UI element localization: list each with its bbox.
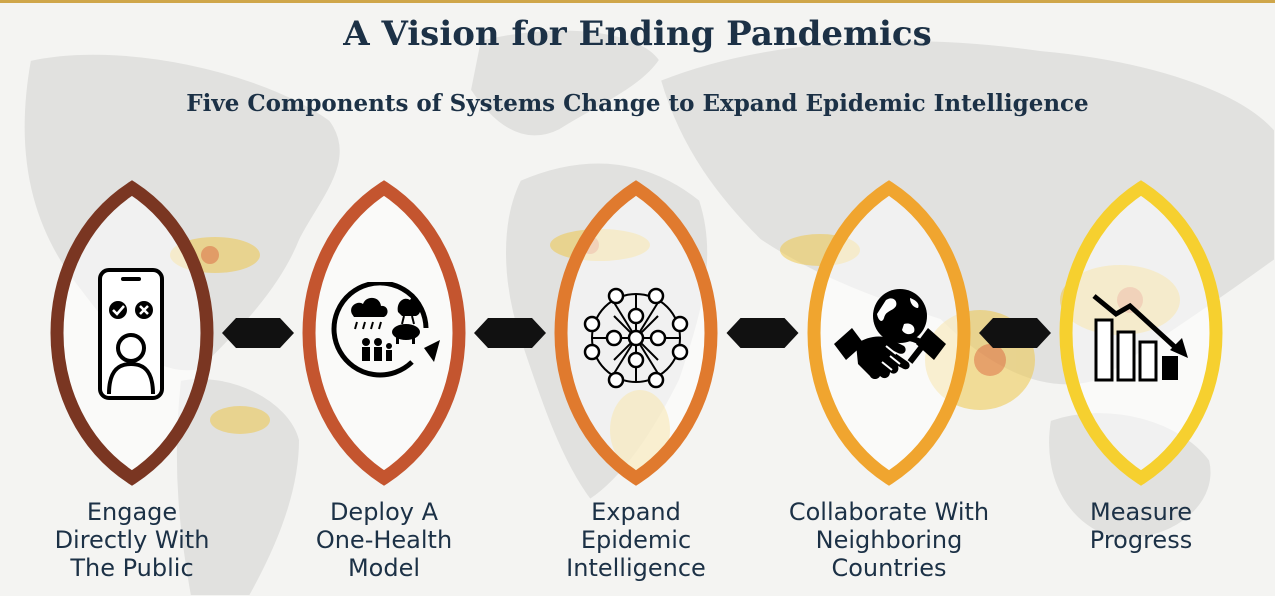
page-subtitle: Five Components of Systems Change to Exp…	[186, 90, 1089, 117]
smartphone-person-icon	[98, 268, 164, 400]
declining-bar-chart-icon	[1092, 294, 1188, 382]
label-line: Epidemic	[580, 526, 692, 554]
double-arrow-connector	[979, 318, 1051, 348]
page-title: A Vision for Ending Pandemics	[343, 14, 932, 54]
people-network-icon	[583, 287, 689, 389]
component-label-engage-public: Engage Directly With The Public	[12, 498, 252, 582]
label-line: Countries	[831, 554, 947, 582]
lens-one-health	[302, 180, 466, 486]
component-label-measure-progress: Measure Progress	[1021, 498, 1261, 554]
label-line: Deploy A	[329, 498, 439, 526]
label-line: Measure	[1090, 498, 1192, 526]
globe-handshake-icon	[834, 289, 946, 379]
label-line: Intelligence	[566, 554, 706, 582]
label-line: Neighboring	[815, 526, 963, 554]
label-line: Model	[347, 554, 421, 582]
label-line: Expand	[591, 498, 681, 526]
double-arrow-connector	[474, 318, 546, 348]
label-line: Collaborate With	[788, 498, 990, 526]
component-label-epidemic-intelligence: Expand Epidemic Intelligence	[516, 498, 756, 582]
lens-measure-progress	[1059, 180, 1223, 486]
label-line: The Public	[70, 554, 194, 582]
top-accent-rule	[0, 0, 1275, 3]
label-line: One-Health	[315, 526, 453, 554]
double-arrow-connector	[222, 318, 294, 348]
label-line: Progress	[1089, 526, 1193, 554]
component-label-one-health: Deploy A One-Health Model	[264, 498, 504, 582]
component-label-collaborate: Collaborate With Neighboring Countries	[769, 498, 1009, 582]
one-health-cycle-icon	[331, 282, 440, 378]
label-line: Engage	[86, 498, 178, 526]
double-arrow-connector	[726, 318, 799, 348]
label-line: Directly With	[54, 526, 210, 554]
